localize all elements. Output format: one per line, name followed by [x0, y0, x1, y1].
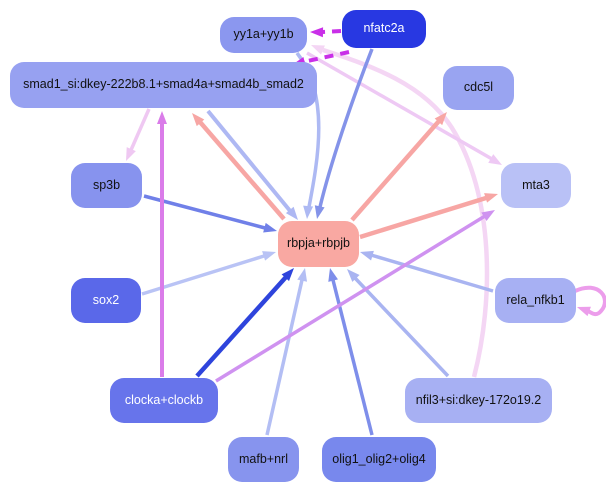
arrowhead: [281, 268, 294, 282]
edge-rela-rela[interactable]: [574, 285, 606, 317]
node-nfatc2a[interactable]: nfatc2a: [342, 10, 426, 48]
arrowhead: [328, 268, 338, 282]
node-label: nfil3+si:dkey-172o19.2: [415, 392, 542, 407]
node-olig1[interactable]: olig1_olig2+olig4: [322, 437, 436, 482]
edge-rbpja-cdc5l[interactable]: [350, 119, 441, 222]
edge-olig1-rbpja[interactable]: [331, 279, 374, 436]
edge-yy1a-mta3[interactable]: [306, 51, 493, 161]
node-label: rbpja+rbpjb: [287, 236, 350, 251]
edge-nfatc2a-smad1[interactable]: [302, 50, 350, 64]
arrowhead: [192, 113, 205, 127]
node-label: mta3: [522, 177, 550, 192]
node-sox2[interactable]: sox2: [71, 278, 141, 323]
node-smad1[interactable]: smad1_si:dkey-222b8.1+smad4a+smad4b_smad…: [10, 62, 317, 108]
edge-nfatc2a-yy1a[interactable]: [321, 29, 342, 34]
node-mta3[interactable]: mta3: [501, 163, 571, 208]
arrowhead: [126, 147, 136, 161]
arrowhead: [314, 205, 325, 219]
node-mafb[interactable]: mafb+nrl: [228, 437, 299, 482]
arrowhead: [311, 45, 325, 55]
edge-rbpja-mta3[interactable]: [359, 195, 487, 240]
edge-mafb-rbpja[interactable]: [265, 279, 304, 436]
edge-clocka-mta3[interactable]: [215, 214, 486, 383]
edge-rela-rbpja[interactable]: [370, 253, 494, 293]
arrowhead: [484, 193, 498, 203]
node-label: clocka+clockb: [124, 392, 204, 407]
arrowhead: [297, 268, 308, 282]
node-label: rela_nfkb1: [506, 292, 565, 307]
arrowhead: [347, 269, 360, 282]
node-label: sp3b: [92, 177, 121, 192]
node-nfil3[interactable]: nfil3+si:dkey-172o19.2: [405, 378, 552, 423]
node-label: sox2: [92, 292, 120, 307]
node-label: mafb+nrl: [239, 451, 288, 466]
node-label: olig1_olig2+olig4: [332, 451, 426, 466]
node-rela[interactable]: rela_nfkb1: [495, 278, 576, 323]
arrowhead: [360, 250, 374, 261]
node-label: yy1a+yy1b: [233, 27, 294, 42]
edge-smad1-rbpja[interactable]: [206, 109, 293, 214]
arrowhead: [577, 306, 591, 317]
arrowhead: [263, 222, 277, 233]
node-label: smad1_si:dkey-222b8.1+smad4a+smad4b_smad…: [23, 77, 304, 92]
node-label: nfatc2a: [363, 21, 405, 36]
arrowhead: [303, 205, 314, 219]
node-rbpja[interactable]: rbpja+rbpjb: [278, 221, 359, 267]
node-cdc5l[interactable]: cdc5l: [443, 66, 514, 110]
arrowhead: [310, 27, 324, 38]
arrowhead: [488, 154, 502, 165]
node-label: cdc5l: [463, 80, 494, 95]
arrowhead: [434, 112, 447, 126]
edge-clocka-rbpja[interactable]: [195, 275, 288, 378]
edge-nfil3-rbpja[interactable]: [353, 276, 450, 378]
edge-smad1-sp3b[interactable]: [129, 108, 151, 151]
node-yy1a[interactable]: yy1a+yy1b: [220, 17, 307, 53]
arrowhead: [285, 206, 298, 220]
arrowhead: [262, 251, 276, 261]
edge-rbpja-smad1[interactable]: [198, 120, 286, 221]
arrowhead: [481, 210, 495, 222]
arrowhead: [157, 111, 167, 124]
edge-sp3b-rbpja[interactable]: [143, 194, 266, 230]
node-sp3b[interactable]: sp3b: [71, 163, 142, 208]
node-clocka[interactable]: clocka+clockb: [110, 378, 218, 423]
edge-nfatc2a-rbpja[interactable]: [318, 48, 374, 208]
